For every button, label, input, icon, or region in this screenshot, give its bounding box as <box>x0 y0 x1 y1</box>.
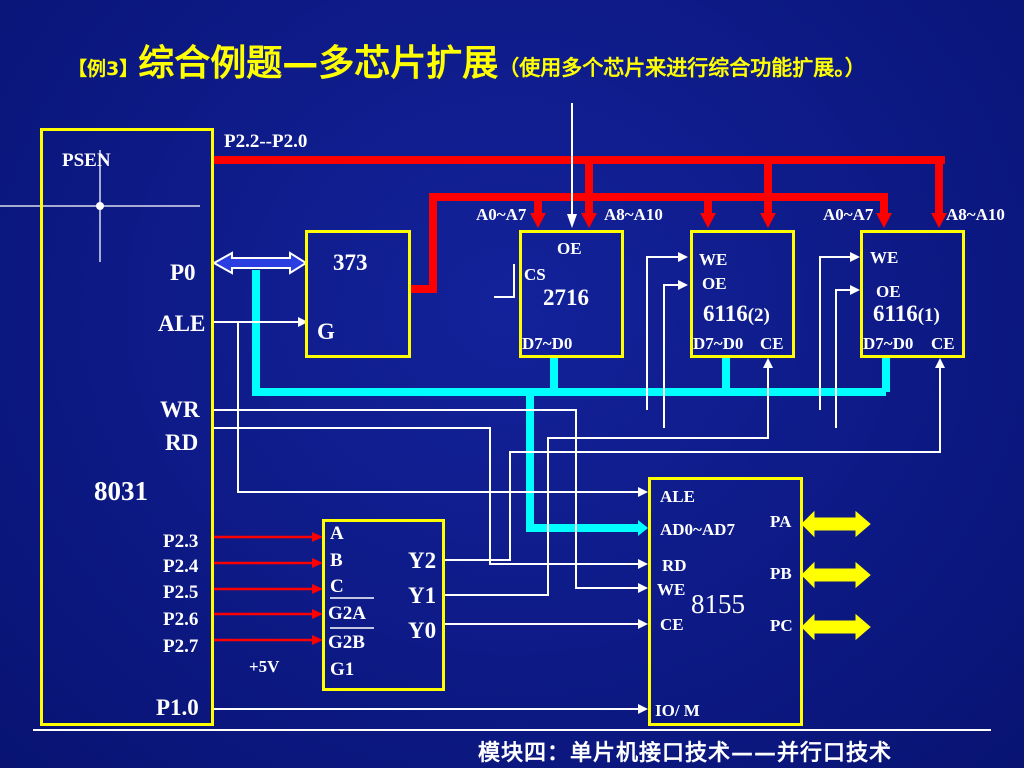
ram1-ce-label: CE <box>931 334 955 353</box>
data-bus-arrow <box>638 520 648 536</box>
slide-title: 【例3】综合例题—多芯片扩展（使用多个芯片来进行综合功能扩展。） <box>68 34 866 86</box>
decoder-c-label: C <box>330 576 344 597</box>
eprom-data-label: D7~D0 <box>522 334 573 353</box>
p2-high-bus-label: P2.2--P2.0 <box>224 131 308 152</box>
pio-pc-label: PC <box>770 616 793 635</box>
decoder-g2a-label: G2A <box>328 603 366 624</box>
decoder-g1-label: G1 <box>330 659 355 680</box>
decoder-input-arrows <box>312 532 323 645</box>
eprom-cs-label: CS <box>524 265 546 284</box>
decoder-chip <box>322 519 445 691</box>
cpu-p10-label: P1.0 <box>156 695 199 720</box>
cpu-p27-label: P2.7 <box>163 636 199 657</box>
data-bus <box>252 270 890 532</box>
a0-a7-right-label: A0~A7 <box>823 205 874 224</box>
latch-g-label: G <box>317 319 335 344</box>
decoder-y1-label: Y1 <box>408 583 437 608</box>
cpu-p26-label: P2.6 <box>163 609 199 630</box>
ram2-suffix-label: (2) <box>747 305 770 326</box>
ram-6116-1-chip <box>860 230 965 358</box>
decoder-b-label: B <box>330 550 343 571</box>
port-arrows <box>801 510 871 641</box>
ram2-ce-label: CE <box>760 334 784 353</box>
ram1-data-label: D7~D0 <box>863 334 914 353</box>
decoder-a-label: A <box>330 523 344 544</box>
a8-a10-left-label: A8~A10 <box>604 205 663 224</box>
ram1-name-label: 6116(1) <box>873 301 940 326</box>
address-bus-high-arrows <box>581 213 947 228</box>
ram-6116-2-chip <box>690 230 795 358</box>
pio-pa-label: PA <box>770 512 792 531</box>
pio-ce-label: CE <box>660 615 684 634</box>
cpu-ale-label: ALE <box>158 311 206 336</box>
cpu-p23-label: P2.3 <box>163 531 199 552</box>
ram2-name-label: 6116(2) <box>703 301 770 326</box>
decoder-g2b-label: G2B <box>328 632 365 653</box>
address-bus-low <box>410 193 888 293</box>
cpu-wr-label: WR <box>160 397 200 422</box>
eprom-oe-label: OE <box>557 239 582 258</box>
pio-iom-label: IO/ M <box>655 701 700 720</box>
pio-ad-label: AD0~AD7 <box>660 520 735 539</box>
ram1-we-label: WE <box>870 248 899 267</box>
pio-name-label: 8155 <box>691 589 745 619</box>
cpu-name-label: 8031 <box>94 476 148 506</box>
decoder-y2-label: Y2 <box>408 548 437 573</box>
decoder-vcc-label: +5V <box>249 657 280 676</box>
eprom-name-label: 2716 <box>543 285 589 310</box>
decoder-overbars <box>330 597 374 629</box>
footer-rule <box>33 729 991 731</box>
latch-373-chip <box>305 230 411 358</box>
a8-a10-right-label: A8~A10 <box>946 205 1005 224</box>
cpu-p24-label: P2.4 <box>163 556 199 577</box>
decoder-y0-label: Y0 <box>408 618 437 643</box>
pio-we-label: WE <box>657 580 686 599</box>
ram2-data-label: D7~D0 <box>693 334 744 353</box>
title-main: 综合例题—多芯片扩展 <box>138 43 499 84</box>
cpu-p25-label: P2.5 <box>163 582 199 603</box>
ram1-suffix-label: (1) <box>917 305 940 326</box>
eprom-2716-chip <box>519 230 624 358</box>
latch-name-label: 373 <box>333 250 368 275</box>
pio-ale-label: ALE <box>660 487 695 506</box>
ram1-oe-label: OE <box>876 282 901 301</box>
pio-8155-chip <box>648 477 803 726</box>
sparkle-decoration <box>0 150 200 262</box>
ram2-oe-label: OE <box>702 274 727 293</box>
title-tag: 【例3】 <box>68 58 139 80</box>
pio-rd-label: RD <box>662 556 687 575</box>
cpu-8031-chip <box>40 128 214 726</box>
address-bus-high <box>212 156 945 215</box>
footer-text: 模块四：单片机接口技术——并行口技术 <box>478 741 893 766</box>
a0-a7-left-label: A0~A7 <box>476 205 527 224</box>
cpu-psen-label: PSEN <box>62 150 111 171</box>
decoder-input-lines <box>212 535 314 642</box>
pc-arrow-icon <box>801 613 871 641</box>
pa-arrow-icon <box>801 510 871 538</box>
pb-arrow-icon <box>801 561 871 589</box>
address-bus-low-arrows <box>530 213 892 228</box>
control-lines <box>212 103 941 710</box>
cpu-rd-label: RD <box>165 430 199 455</box>
cpu-p0-label: P0 <box>170 260 196 285</box>
pio-pb-label: PB <box>770 564 792 583</box>
ram2-we-label: WE <box>699 250 728 269</box>
control-arrows <box>298 214 945 714</box>
title-note: （使用多个芯片来进行综合功能扩展。） <box>498 56 866 80</box>
